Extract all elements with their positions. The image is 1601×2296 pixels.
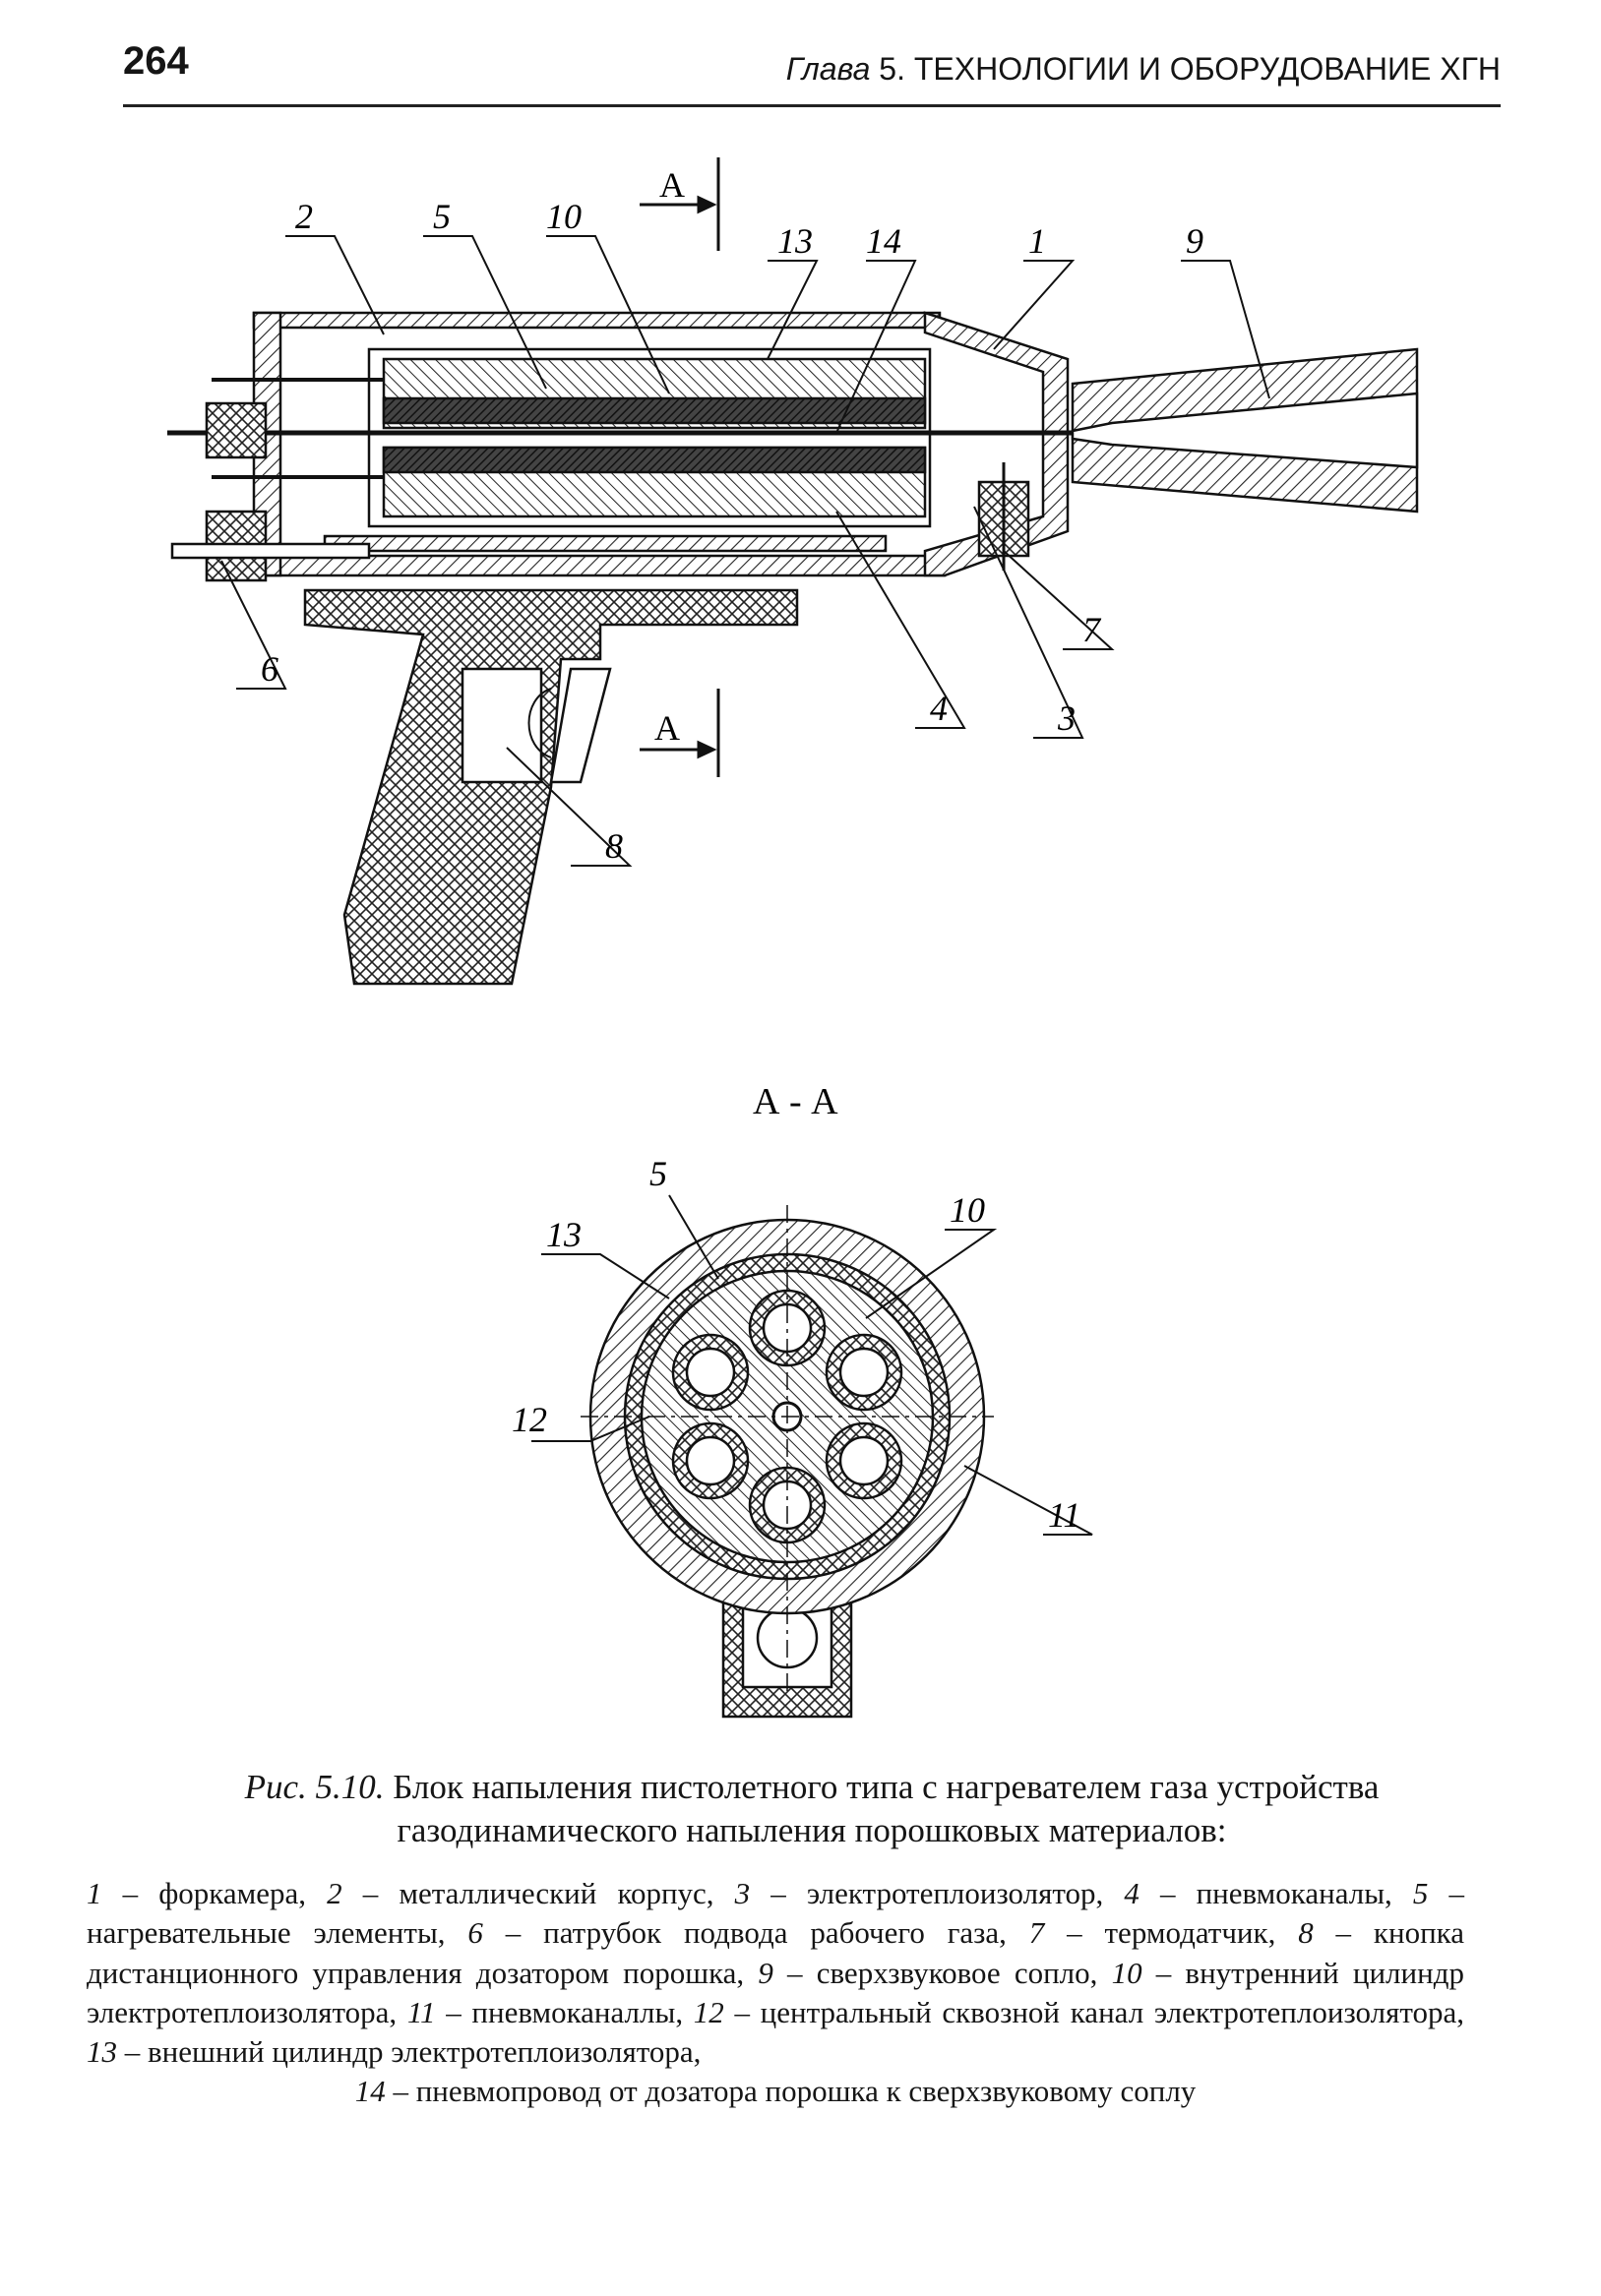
callout-14: 14 (866, 221, 901, 261)
callout-3: 3 (1057, 698, 1076, 738)
legend-text: – пневмопровод от дозатора порошка к све… (385, 2074, 1197, 2109)
legend-text: – патрубок подвода рабочего газа, (482, 1915, 1029, 1951)
legend-num: 10 (1111, 1955, 1142, 1990)
callout-4: 4 (930, 689, 948, 728)
figure-caption-text: Блок напыления пистолетного типа с нагре… (393, 1768, 1380, 1849)
callout-9: 9 (1186, 221, 1203, 261)
legend-text: – термодатчик, (1044, 1915, 1299, 1951)
nozzle-bore (1071, 392, 1419, 469)
legend-num: 1 (87, 1876, 102, 1910)
legend-num: 7 (1028, 1915, 1045, 1951)
section-marker-top: A (659, 165, 685, 205)
callout-5: 5 (433, 197, 451, 236)
legend-text: – кнопка дистанционного управления дозат… (87, 1915, 1465, 1990)
legend-num: 5 (1412, 1876, 1429, 1910)
legend-num: 3 (734, 1876, 751, 1910)
section-marker-bottom: A (654, 708, 680, 748)
fitting-upper (205, 401, 268, 459)
figure-legend: 1 – форкамера, 2 – металлический корпус,… (87, 1874, 1464, 2112)
callout-13: 13 (777, 221, 813, 261)
callout-8: 8 (605, 826, 623, 866)
callout-a-10: 10 (950, 1190, 985, 1230)
legend-num: 8 (1298, 1915, 1314, 1951)
legend-text: – форкамера, (101, 1876, 328, 1910)
callouts-main: 2 5 10 13 14 1 9 6 8 4 3 7 (261, 197, 1203, 866)
callout-a-12: 12 (512, 1400, 547, 1439)
legend-num: 14 (354, 2074, 386, 2109)
pistol-grip (303, 588, 799, 986)
legend-num: 9 (758, 1955, 773, 1990)
running-head: Глава 5. ТЕХНОЛОГИИ И ОБОРУДОВАНИЕ ХГН (786, 51, 1501, 88)
callout-1: 1 (1028, 221, 1046, 261)
legend-text: – сверхзвуковое сопло, (772, 1955, 1112, 1990)
heating-element-dense-upper (382, 396, 927, 425)
legend-text: – пневмоканаллы, (435, 1994, 694, 2029)
trigger (549, 667, 612, 784)
cross-section-a-a (581, 1205, 994, 1719)
legend-text: – металлический корпус, (341, 1876, 735, 1910)
legend-num: 4 (1124, 1876, 1139, 1910)
section-title: А - А (753, 1081, 838, 1122)
legend-text: – центральный сквозной канал электротепл… (723, 1994, 1464, 2029)
chapter-prefix: Глава (785, 51, 871, 87)
gas-inlet-pipe (170, 542, 371, 560)
legend-num: 11 (406, 1994, 436, 2029)
heating-element-dense-lower (382, 446, 927, 474)
figure-caption: Рис. 5.10. Блок напыления пистолетного т… (123, 1766, 1501, 1852)
callout-2: 2 (295, 197, 313, 236)
legend-text: – электротеплоизолятор, (750, 1876, 1125, 1910)
channels (671, 1289, 903, 1544)
legend-num: 2 (327, 1876, 342, 1910)
chapter-title: 5. ТЕХНОЛОГИИ И ОБОРУДОВАНИЕ ХГН (879, 51, 1501, 87)
page-header: 264 Глава 5. ТЕХНОЛОГИИ И ОБОРУДОВАНИЕ Х… (123, 39, 1501, 107)
callout-a-5: 5 (649, 1154, 667, 1193)
housing-outer (252, 311, 942, 330)
callout-7: 7 (1082, 610, 1102, 649)
figure-label: Рис. 5.10. (244, 1768, 385, 1806)
longitudinal-section (167, 311, 1419, 986)
callout-a-11: 11 (1048, 1495, 1080, 1535)
page-number: 264 (123, 39, 189, 83)
technical-drawing: A A 2 5 10 13 14 1 9 6 8 4 3 7 А - А (167, 157, 1419, 1719)
housing-right-cone (923, 311, 1070, 577)
legend-text: – пневмоканалы, (1139, 1876, 1413, 1910)
legend-paragraph: 1 – форкамера, 2 – металлический корпус,… (87, 1874, 1464, 2072)
legend-last-line: 14 – пневмопровод от дозатора порошка к … (87, 2072, 1464, 2111)
figure-5-10: A A 2 5 10 13 14 1 9 6 8 4 3 7 А - А (0, 118, 1601, 1731)
legend-text: – внешний цилиндр электротеплоизолятора, (117, 2034, 702, 2070)
leader-lines-section (531, 1194, 1093, 1536)
legend-num: 13 (87, 2034, 117, 2070)
legend-num: 6 (467, 1915, 483, 1951)
legend-text: – нагревательные элементы, (87, 1876, 1464, 1951)
callout-6: 6 (261, 649, 278, 689)
leader-lines-main (220, 235, 1270, 867)
legend-num: 12 (693, 1994, 724, 2029)
legend-text: – внутренний цилиндр электротеплоизолято… (87, 1955, 1464, 2029)
callouts-section: 5 13 10 12 11 (512, 1154, 1080, 1535)
section-markers (640, 157, 720, 777)
callout-a-13: 13 (546, 1215, 582, 1254)
pneumatic-channel (323, 534, 888, 553)
callout-10: 10 (546, 197, 582, 236)
